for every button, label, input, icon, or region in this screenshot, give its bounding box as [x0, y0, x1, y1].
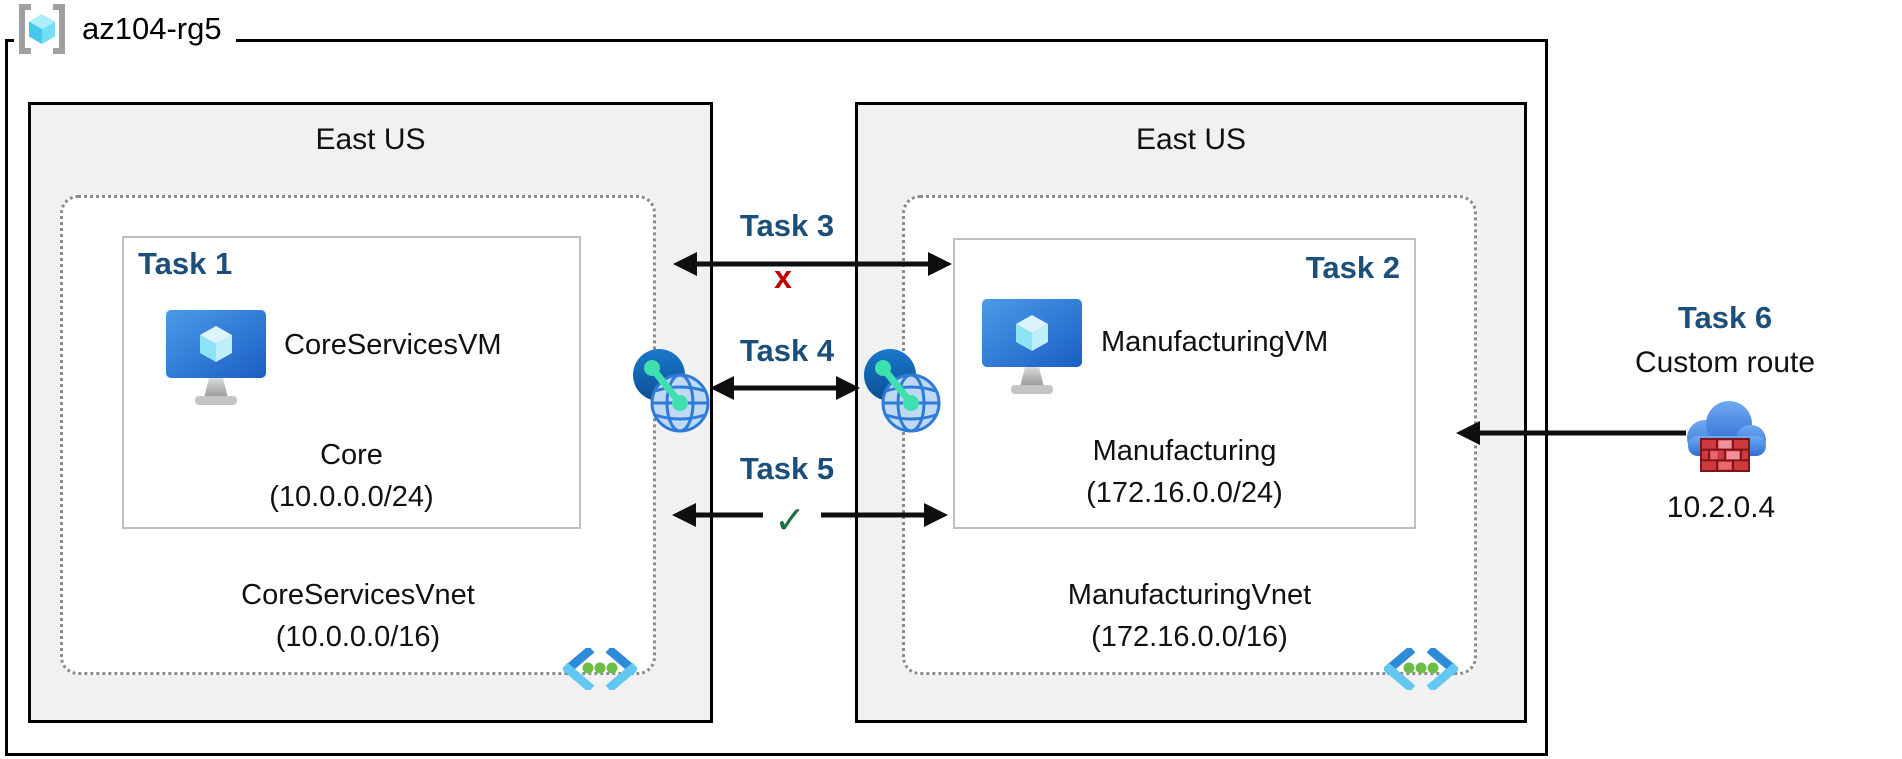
task2-label: Task 2 — [1305, 250, 1400, 285]
task1-label: Task 1 — [138, 246, 233, 281]
vnet-name-right: ManufacturingVnet (172.16.0.0/16) — [905, 574, 1474, 658]
vnet-box-coreservices: Task 1 CoreServicesVM C — [60, 195, 656, 675]
vnet-cidr: (10.0.0.0/16) — [275, 621, 441, 653]
resource-group-name: az104-rg5 — [82, 11, 222, 46]
network-peering-icon — [633, 349, 710, 433]
firewall-cloud-icon — [1687, 401, 1766, 472]
vm-name-right: ManufacturingVM — [1101, 326, 1329, 358]
resource-group-header: az104-rg5 — [14, 0, 236, 58]
network-peering-icon — [864, 349, 941, 433]
region-title-left: East US — [315, 123, 426, 156]
resource-group-icon — [19, 4, 65, 54]
task6-next-hop-ip: 10.2.0.4 — [1666, 491, 1776, 524]
task3-label: Task 3 — [739, 208, 835, 243]
subnet-name-left: Core (10.0.0.0/24) — [124, 434, 579, 518]
vnet-cidr: (172.16.0.0/16) — [1091, 621, 1288, 653]
subnet-cidr: (10.0.0.0/24) — [269, 481, 434, 513]
task3-blocked-x: x — [774, 259, 792, 295]
region-title-right: East US — [1135, 123, 1247, 156]
subnet-box-core: Task 1 CoreServicesVM C — [122, 236, 581, 529]
vnet-name-left: CoreServicesVnet (10.0.0.0/16) — [63, 574, 653, 658]
task5-label: Task 5 — [739, 451, 835, 486]
subnet-cidr: (172.16.0.0/24) — [1086, 477, 1283, 509]
task6-title: Custom route — [1634, 346, 1816, 379]
vnet-title: CoreServicesVnet — [241, 579, 475, 611]
subnet-name-right: Manufacturing (172.16.0.0/24) — [955, 430, 1414, 514]
vnet-box-manufacturing: Task 2 ManufacturingVM — [902, 195, 1477, 675]
virtual-machine-icon — [166, 310, 266, 405]
subnet-box-manufacturing: Task 2 ManufacturingVM — [953, 238, 1416, 529]
virtual-network-icon — [1384, 648, 1458, 690]
vm-name-left: CoreServicesVM — [284, 329, 502, 361]
subnet-title: Manufacturing — [1092, 435, 1277, 467]
virtual-network-icon — [563, 648, 637, 690]
task5-check: ✓ — [774, 500, 806, 542]
firewall-bricks — [1700, 438, 1750, 472]
task6-label: Task 6 — [1677, 300, 1773, 335]
vnet-title: ManufacturingVnet — [1067, 579, 1312, 611]
task4-label: Task 4 — [739, 333, 835, 368]
subnet-title: Core — [320, 439, 383, 471]
virtual-machine-icon — [982, 299, 1082, 394]
